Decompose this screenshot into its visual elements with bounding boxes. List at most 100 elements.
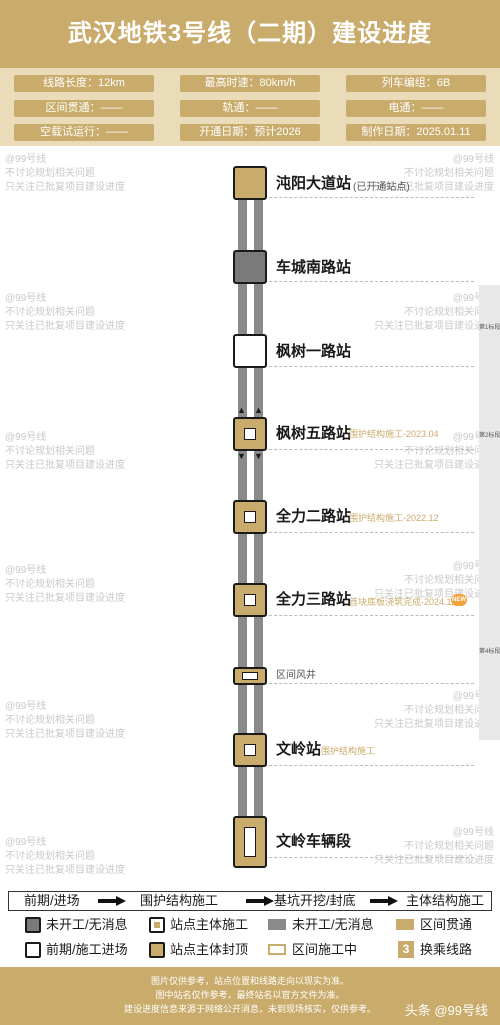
legend-flow-step: 主体结构施工 (406, 893, 485, 908)
updown-arrow-icon: ▲ (254, 405, 263, 415)
station-note: 首块底板浇筑完成-2024.11 (349, 597, 456, 607)
station-marker-zhuyang[interactable] (233, 166, 267, 200)
watermark-right: @99号线不讨论规划相关问题只关注已批复项目建设进度 (374, 691, 494, 730)
legend-flow-step: 围护结构施工 (140, 893, 219, 908)
station-note: 围护结构施工-2023.04 (349, 429, 439, 439)
watermark-left: @99号线不讨论规划相关问题只关注已批复项目建设进度 (5, 293, 125, 332)
section-label: 第2标段 (479, 433, 500, 439)
watermark-left: @99号线不讨论规划相关问题只关注已批复项目建设进度 (5, 154, 125, 193)
watermark-right: @99号线不讨论规划相关问题只关注已批复项目建设进度 (374, 432, 494, 471)
station-suffix: (已开通站点) (353, 182, 410, 193)
legend-item: 换乘线路 (420, 942, 473, 957)
info-panel: 线路长度：12km 最高时速：80km/h 列车编组：6B 区间贯通：—— 轨通… (0, 68, 500, 146)
footer-note: 图中站名仅作参考，最终站名以官方文件为准。 (155, 990, 345, 1000)
legend-item: 前期/施工进场 (46, 942, 128, 957)
legend-section-under-construction-icon (268, 944, 286, 955)
guide-line (264, 857, 474, 858)
station-inner (244, 744, 256, 756)
arrow-right-icon (98, 896, 126, 906)
section-label: 第4标段 (479, 649, 500, 655)
station-marker-shaft[interactable] (233, 667, 267, 685)
legend-section-through-icon (396, 919, 414, 930)
station-name: 枫树五路站 (276, 425, 352, 442)
watermark-left: @99号线不讨论规划相关问题只关注已批复项目建设进度 (5, 432, 125, 471)
legend-item: 站点主体施工 (170, 917, 249, 932)
legend-item: 区间贯通 (420, 917, 473, 932)
arrow-right-icon (370, 896, 398, 906)
guide-line (264, 281, 474, 282)
station-marker-fengshu1[interactable] (233, 334, 267, 368)
updown-arrow-icon: ▲ (237, 405, 246, 415)
credit-label: 头条 @99号线 (404, 1003, 488, 1018)
updown-arrow-icon: ▼ (237, 451, 246, 461)
guide-line (264, 449, 474, 450)
legend-transfer-icon: 3 (398, 941, 414, 958)
new-badge: NEW (451, 594, 467, 606)
station-name: 车城南路站 (276, 259, 352, 276)
station-note: 围护结构施工-2022.12 (349, 513, 439, 523)
info-power-through: 电通：—— (346, 100, 486, 117)
info-trial-run: 空载试运行：—— (14, 124, 154, 141)
station-name: 文岭站 (276, 741, 322, 758)
section-sidebar (479, 285, 500, 740)
station-marker-chechengnan[interactable] (233, 250, 267, 284)
station-note: 围护结构施工 (321, 746, 376, 756)
info-section-through: 区间贯通：—— (14, 100, 154, 117)
footer-note: 建设进度信息来源于网络公开消息，未到现场核实，仅供参考。 (123, 1004, 376, 1014)
station-name: 区间风井 (276, 670, 316, 681)
watermark-right: @99号线不讨论规划相关问题只关注已批复项目建设进度 (374, 154, 494, 193)
legend-flow-step: 基坑开挖/封底 (274, 893, 356, 908)
guide-line (264, 366, 474, 367)
info-train-formation: 列车编组：6B (346, 75, 486, 92)
watermark-left: @99号线不讨论规划相关问题只关注已批复项目建设进度 (5, 565, 125, 604)
legend-item: 未开工/无消息 (46, 917, 128, 932)
updown-arrow-icon: ▼ (254, 451, 263, 461)
station-name: 文岭车辆段 (276, 833, 352, 850)
legend-item: 站点主体封顶 (170, 942, 249, 957)
station-name: 全力三路站 (276, 591, 352, 608)
guide-line (264, 615, 474, 616)
station-name: 枫树一路站 (276, 343, 352, 360)
watermark-right: @99号线不讨论规划相关问题只关注已批复项目建设进度 (374, 293, 494, 332)
station-marker-fengshu5[interactable] (233, 417, 267, 451)
station-marker-quanli2[interactable] (233, 500, 267, 534)
guide-line (264, 532, 474, 533)
info-track-through: 轨通：—— (180, 100, 320, 117)
info-max-speed: 最高时速：80km/h (180, 75, 320, 92)
legend-station-topped-icon (149, 942, 165, 958)
legend-item: 区间施工中 (292, 942, 358, 957)
station-name: 全力二路站 (276, 508, 352, 525)
station-inner (244, 827, 256, 857)
footer-note: 图片仅供参考，站点位置和线路走向以现实为准。 (150, 976, 349, 986)
station-inner (244, 594, 256, 606)
station-marker-quanli3[interactable] (233, 583, 267, 617)
legend-flow-step: 前期/进场 (24, 893, 80, 908)
guide-line (264, 197, 474, 198)
header-bar: 武汉地铁3号线（二期）建设进度 (0, 0, 500, 68)
watermark-left: @99号线不讨论规划相关问题只关注已批复项目建设进度 (5, 837, 125, 876)
station-inner (244, 428, 256, 440)
legend-not-started-icon (25, 917, 41, 933)
info-opening-date: 开通日期：预计2026 (180, 124, 320, 141)
watermark-right: @99号线不讨论规划相关问题只关注已批复项目建设进度 (374, 561, 494, 600)
info-line-length: 线路长度：12km (14, 75, 154, 92)
info-made-date: 制作日期：2025.01.11 (346, 124, 486, 141)
legend-section-not-started-icon (268, 919, 286, 930)
arrow-right-icon (246, 896, 274, 906)
legend-station-construction-icon (149, 917, 165, 933)
guide-line (264, 683, 474, 684)
footer: 图片仅供参考，站点位置和线路走向以现实为准。 图中站名仅作参考，最终站名以官方文… (0, 967, 500, 1025)
watermark-left: @99号线不讨论规划相关问题只关注已批复项目建设进度 (5, 701, 125, 740)
watermark-right: @99号线不讨论规划相关问题只关注已批复项目建设进度 (374, 827, 494, 866)
station-marker-wenling[interactable] (233, 733, 267, 767)
legend-preliminary-icon (25, 942, 41, 958)
station-marker-wenling-depot[interactable] (233, 816, 267, 868)
page-title: 武汉地铁3号线（二期）建设进度 (67, 20, 433, 47)
station-inner (244, 511, 256, 523)
guide-line (264, 765, 474, 766)
station-inner (242, 672, 258, 680)
legend-flow-bar (8, 891, 492, 911)
station-name: 沌阳大道站 (276, 175, 352, 192)
legend-item: 未开工/无消息 (292, 917, 374, 932)
section-label: 第1标段 (479, 325, 500, 331)
